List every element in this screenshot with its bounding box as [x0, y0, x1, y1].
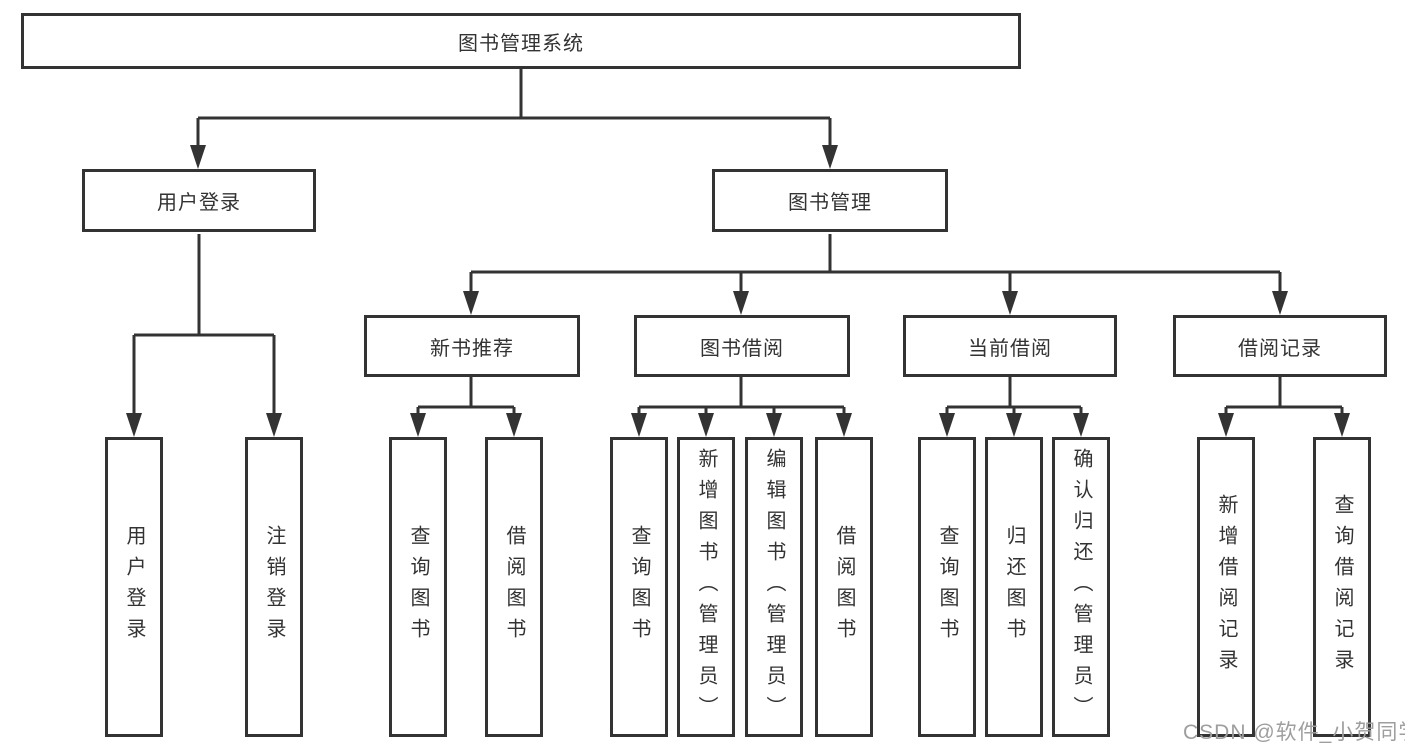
- node-root-label: 图书管理系统: [458, 32, 584, 55]
- arrowhead-icon: [631, 413, 647, 437]
- arrowhead-icons: [126, 145, 1350, 437]
- node-book-borrow-label: 图书借阅: [700, 337, 784, 360]
- leaf-add-borrow-record-label: 新增借阅记录: [1215, 494, 1237, 680]
- node-user-login: 用户登录: [82, 169, 316, 232]
- arrowhead-icon: [190, 145, 206, 169]
- arrowhead-icon: [266, 413, 282, 437]
- node-borrow-records-label: 借阅记录: [1238, 337, 1322, 360]
- leaf-user-login: 用户登录: [105, 437, 163, 737]
- node-book-management: 图书管理: [712, 169, 948, 232]
- node-book-borrow: 图书借阅: [634, 315, 850, 377]
- node-new-book-recommend: 新书推荐: [364, 315, 580, 377]
- leaf-borrow-books-recommend: 借阅图书: [485, 437, 543, 737]
- connector-user-login-children: [132, 234, 276, 415]
- arrowhead-icon: [822, 145, 838, 169]
- arrowhead-icon: [836, 413, 852, 437]
- arrowhead-icon: [506, 413, 522, 437]
- node-new-book-recommend-label: 新书推荐: [430, 337, 514, 360]
- arrowhead-icon: [1006, 413, 1022, 437]
- leaf-edit-books-admin-label: 编辑图书（管理员）: [763, 447, 785, 727]
- arrowhead-icon: [698, 413, 714, 437]
- arrowhead-icon: [410, 413, 426, 437]
- leaf-add-books-admin-label: 新增图书（管理员）: [695, 447, 717, 727]
- leaf-confirm-return-admin-label: 确认归还（管理员）: [1070, 447, 1092, 727]
- connector-new-book-recommend-children: [416, 377, 516, 415]
- arrowhead-icon: [463, 291, 479, 315]
- leaf-edit-books-admin: 编辑图书（管理员）: [745, 437, 803, 737]
- leaf-confirm-return-admin: 确认归还（管理员）: [1052, 437, 1110, 737]
- leaf-query-books-current-label: 查询图书: [936, 525, 958, 649]
- leaf-logout-login-label: 注销登录: [263, 525, 285, 649]
- node-user-login-label: 用户登录: [157, 192, 241, 214]
- leaf-query-books-borrow-label: 查询图书: [628, 525, 650, 649]
- leaf-return-books-label: 归还图书: [1003, 525, 1025, 649]
- connector-book-management-children: [469, 234, 1282, 293]
- node-borrow-records: 借阅记录: [1173, 315, 1387, 377]
- leaf-borrow-books-recommend-label: 借阅图书: [503, 525, 525, 649]
- arrowhead-icon: [1334, 413, 1350, 437]
- leaf-add-books-admin: 新增图书（管理员）: [677, 437, 735, 737]
- leaf-borrow-books-borrow-label: 借阅图书: [833, 525, 855, 649]
- leaf-return-books: 归还图书: [985, 437, 1043, 737]
- arrowhead-icon: [1272, 291, 1288, 315]
- arrowhead-icon: [1002, 291, 1018, 315]
- connector-root-to-level2: [196, 69, 832, 147]
- arrowhead-icon: [766, 413, 782, 437]
- arrowhead-icon: [939, 413, 955, 437]
- connector-book-borrow-children: [637, 377, 846, 415]
- leaf-query-books-recommend-label: 查询图书: [407, 525, 429, 649]
- arrowhead-icon: [733, 291, 749, 315]
- node-book-management-label: 图书管理: [788, 192, 872, 214]
- csdn-watermark: CSDN @软件_小贺同学: [1183, 721, 1405, 744]
- leaf-query-books-current: 查询图书: [918, 437, 976, 737]
- arrowhead-icon: [1218, 413, 1234, 437]
- leaf-borrow-books-borrow: 借阅图书: [815, 437, 873, 737]
- leaf-query-borrow-record-label: 查询借阅记录: [1331, 494, 1353, 680]
- leaf-query-books-recommend: 查询图书: [389, 437, 447, 737]
- leaf-query-books-borrow: 查询图书: [610, 437, 668, 737]
- node-current-borrow-label: 当前借阅: [968, 337, 1052, 360]
- arrowhead-icon: [1073, 413, 1089, 437]
- leaf-logout-login: 注销登录: [245, 437, 303, 737]
- connector-borrow-records-children: [1224, 377, 1344, 415]
- leaf-user-login-label: 用户登录: [123, 525, 145, 649]
- connector-current-borrow-children: [945, 377, 1083, 415]
- node-root: 图书管理系统: [21, 13, 1021, 69]
- arrowhead-icon: [126, 413, 142, 437]
- node-current-borrow: 当前借阅: [903, 315, 1117, 377]
- leaf-add-borrow-record: 新增借阅记录: [1197, 437, 1255, 737]
- leaf-query-borrow-record: 查询借阅记录: [1313, 437, 1371, 737]
